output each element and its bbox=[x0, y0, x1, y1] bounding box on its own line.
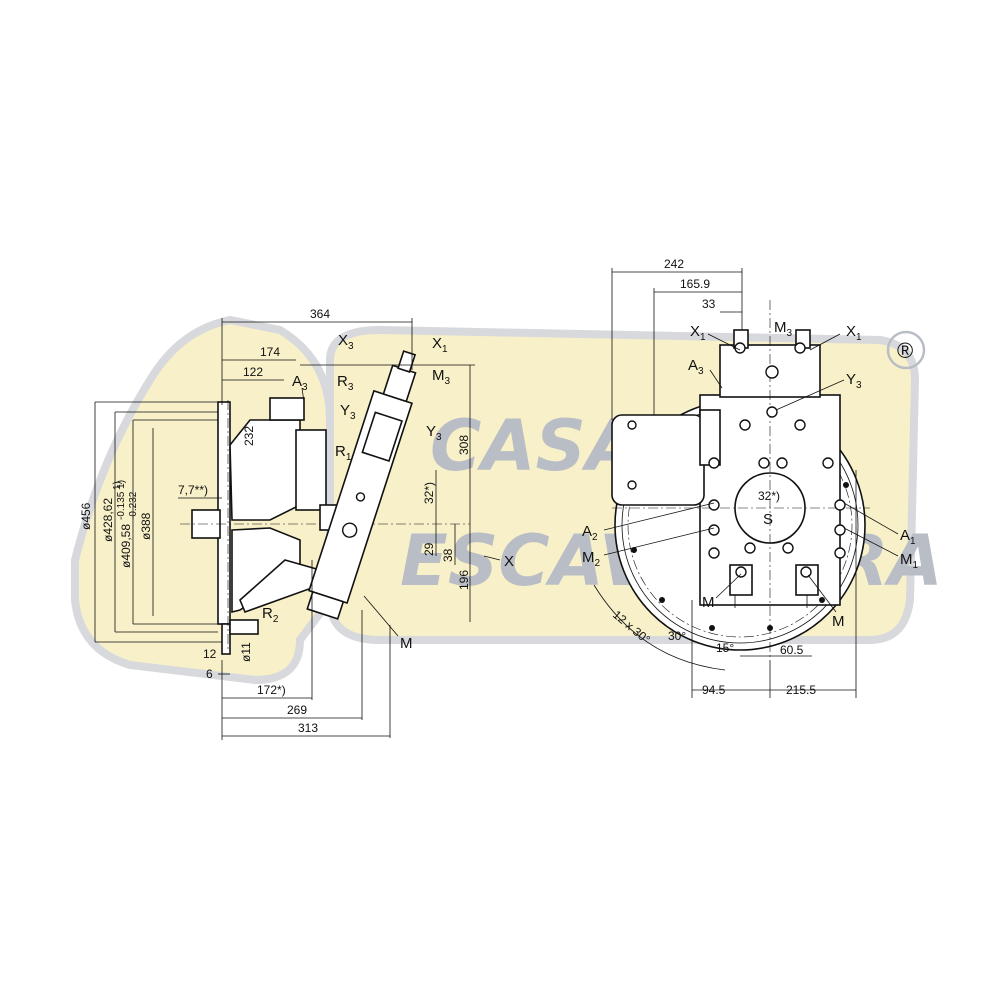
dim-122: 122 bbox=[243, 365, 263, 379]
dim-313: 313 bbox=[298, 721, 318, 735]
label-R2-side: R2 bbox=[262, 605, 279, 625]
label-A2: A2 bbox=[582, 523, 598, 543]
port-a3-block bbox=[269, 397, 305, 421]
dim-172: 172*) bbox=[257, 683, 286, 697]
dim-428-sup: 1) bbox=[112, 481, 123, 490]
view-arrow bbox=[483, 555, 501, 561]
dim-11: ø11 bbox=[239, 642, 253, 662]
label-A3-side: A3 bbox=[292, 373, 308, 393]
control-valve-group bbox=[306, 350, 417, 620]
solenoid bbox=[361, 411, 403, 462]
label-M2: M2 bbox=[582, 549, 601, 569]
flange-bolt-head bbox=[229, 619, 259, 635]
dim-32-front: 32*) bbox=[758, 489, 780, 503]
dim-60-5: 60.5 bbox=[780, 643, 804, 657]
dim-364: 364 bbox=[310, 307, 330, 321]
label-Y3-side-a: Y3 bbox=[340, 402, 356, 422]
front-bolts bbox=[627, 342, 849, 631]
dim-428: ø428,62 bbox=[101, 498, 115, 542]
label-R1-side: R1 bbox=[335, 443, 352, 463]
dim-6: 6 bbox=[206, 667, 213, 681]
dim-409-tol: -0.135 1) bbox=[116, 480, 127, 520]
label-Y3-front: Y3 bbox=[846, 371, 862, 391]
label-M3-side: M3 bbox=[432, 367, 451, 387]
side-view: 364 174 122 269 313 172*) 12 6 ø11 ø456 … bbox=[79, 307, 514, 740]
dim-196: 196 bbox=[457, 570, 471, 590]
dim-215-5: 215.5 bbox=[786, 683, 816, 697]
dim-38: 38 bbox=[441, 548, 455, 562]
dim-242: 242 bbox=[664, 257, 684, 271]
dim-409: ø409,58 bbox=[119, 524, 133, 568]
label-A3-front: A3 bbox=[688, 357, 704, 377]
dim-30-deg: 30° bbox=[668, 629, 686, 643]
valve-bottom bbox=[306, 590, 345, 620]
label-M-front-left: M bbox=[702, 594, 715, 611]
label-Y3-side-b: Y3 bbox=[426, 423, 442, 443]
label-X3-side: X3 bbox=[338, 332, 354, 352]
label-S: S bbox=[763, 511, 773, 528]
label-A1: A1 bbox=[900, 527, 916, 547]
label-X1-front-left: X1 bbox=[690, 323, 706, 343]
label-X-view: X bbox=[504, 553, 514, 570]
flange-lip bbox=[221, 623, 231, 655]
valve-bolt bbox=[341, 522, 358, 538]
label-M1: M1 bbox=[900, 551, 919, 571]
dim-232: 232 bbox=[242, 426, 256, 446]
label-R3-side: R3 bbox=[337, 373, 354, 393]
label-M-front-right: M bbox=[832, 613, 845, 630]
dim-15-deg: 15° bbox=[716, 641, 734, 655]
port-r2-pipe bbox=[239, 559, 321, 614]
registered-circle bbox=[886, 330, 926, 370]
dim-33: 33 bbox=[702, 297, 716, 311]
angle-arc bbox=[593, 584, 726, 671]
dim-94-5: 94.5 bbox=[702, 683, 726, 697]
label-M3-front: M3 bbox=[774, 319, 793, 339]
dim-388: ø388 bbox=[139, 512, 153, 540]
label-X1-front-right: X1 bbox=[846, 323, 862, 343]
dim-12: 12 bbox=[203, 647, 217, 661]
label-X1-side: X1 bbox=[432, 335, 448, 355]
pump-housing bbox=[229, 419, 301, 521]
solenoid-connector bbox=[699, 409, 721, 466]
dim-165-9: 165.9 bbox=[680, 277, 710, 291]
label-M-side: M bbox=[400, 635, 413, 652]
dim-409-tol2: -0.232 bbox=[128, 491, 139, 520]
registered-mark: ® bbox=[897, 338, 913, 363]
dim-308: 308 bbox=[457, 435, 471, 455]
dim-32: 32*) bbox=[422, 482, 436, 504]
dim-29: 29 bbox=[422, 542, 436, 556]
solenoid-box bbox=[611, 414, 705, 506]
dim-269: 269 bbox=[287, 703, 307, 717]
dim-456: ø456 bbox=[79, 502, 93, 530]
valve-bolt-small bbox=[355, 492, 366, 502]
dim-7-7: 7,7**) bbox=[178, 483, 208, 497]
port-block-r bbox=[295, 429, 327, 511]
dim-174: 174 bbox=[260, 345, 280, 359]
